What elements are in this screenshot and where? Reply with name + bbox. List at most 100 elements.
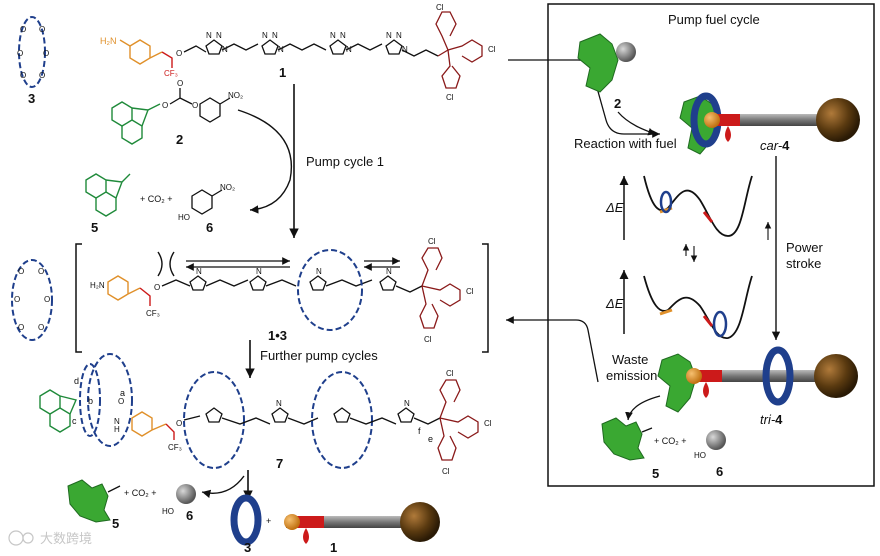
product-7-structure: O N H CF₃ O N N Cl Cl Cl <box>39 353 492 476</box>
svg-text:N: N <box>386 267 392 276</box>
panel-label-5: 5 <box>652 466 659 481</box>
svg-text:O: O <box>20 25 26 34</box>
svg-text:N: N <box>216 31 222 40</box>
label-3: 3 <box>28 91 35 106</box>
svg-text:H: H <box>114 425 120 434</box>
svg-text:CF₃: CF₃ <box>168 443 182 452</box>
energy-profile-lower <box>619 270 753 339</box>
blocked-symbol <box>157 251 175 277</box>
label-7: 7 <box>276 456 283 471</box>
tri-4-label: tri-4 <box>760 412 783 427</box>
label-2: 2 <box>176 132 183 147</box>
stroke-label: stroke <box>786 256 821 271</box>
fuel-cartoon-2 <box>577 33 619 93</box>
label-6-bottom: 6 <box>186 508 193 523</box>
label-3-bottom: 3 <box>244 540 251 555</box>
threaded-ring-1-3 <box>297 249 363 331</box>
car-4-label: car-4 <box>760 138 790 153</box>
svg-text:HO: HO <box>694 451 706 460</box>
hydroxide-sphere-panel <box>706 430 726 450</box>
svg-text:Cl: Cl <box>484 419 492 428</box>
svg-text:N: N <box>206 31 212 40</box>
svg-text:HO: HO <box>178 213 190 222</box>
stopper-cartoon <box>400 502 440 542</box>
waste-release-arrow <box>625 395 661 421</box>
svg-text:O: O <box>39 25 45 34</box>
panel-label-2: 2 <box>614 96 621 111</box>
site-c: c <box>72 416 77 426</box>
label-5-bottom: 5 <box>112 516 119 531</box>
co2-byproduct: + CO₂ + <box>140 194 173 204</box>
svg-text:CF₃: CF₃ <box>146 309 160 318</box>
svg-text:N: N <box>256 267 262 276</box>
tri-4-cartoon <box>657 346 858 413</box>
svg-text:O: O <box>38 267 44 276</box>
pump-cycle-1-label: Pump cycle 1 <box>306 154 384 169</box>
svg-text:O: O <box>176 49 182 58</box>
svg-text:NO₂: NO₂ <box>220 183 235 192</box>
svg-text:O: O <box>17 49 23 58</box>
site-f: f <box>418 426 421 436</box>
axle-1-in-complex: H₂N CF₃ O N N N N Cl Cl Cl <box>90 237 474 344</box>
fluorene-cartoon-5 <box>67 479 111 523</box>
site-b: b <box>88 396 93 406</box>
label-1-bottom: 1 <box>330 540 337 555</box>
svg-text:Cl: Cl <box>466 287 474 296</box>
link-arrow-to-panel <box>508 59 660 138</box>
svg-text:N: N <box>386 31 392 40</box>
svg-text:NO₂: NO₂ <box>228 91 243 100</box>
fuel-2-structure: O O O NO₂ <box>111 79 243 145</box>
energy-profile-upper <box>619 175 753 240</box>
svg-text:N: N <box>346 45 352 54</box>
svg-text:Cl: Cl <box>436 3 444 12</box>
power-label: Power <box>786 240 824 255</box>
svg-text:N: N <box>404 399 410 408</box>
hydroxide-sphere-6 <box>176 484 196 504</box>
svg-text:H₂N: H₂N <box>100 36 117 46</box>
crown-ether-3: O O O O O O <box>17 16 49 88</box>
svg-text:N: N <box>330 31 336 40</box>
axle-1-structure: H₂N CF₃ O N N N N N N N N N N N N Cl <box>100 3 496 102</box>
svg-text:O: O <box>38 323 44 332</box>
svg-text:HO: HO <box>162 507 174 516</box>
svg-text:O: O <box>118 397 124 406</box>
site-d: d <box>74 376 79 386</box>
delta-e-lower: ΔE <box>605 296 624 311</box>
label-1: 1 <box>279 65 286 80</box>
further-pump-cycles-label: Further pump cycles <box>260 348 378 363</box>
svg-text:N: N <box>340 31 346 40</box>
label-5: 5 <box>91 220 98 235</box>
svg-text:N: N <box>316 267 322 276</box>
fuel-leaving-group <box>616 42 636 62</box>
svg-text:N: N <box>196 267 202 276</box>
co2-plus-bottom: + CO₂ + <box>124 488 157 498</box>
panel-label-6: 6 <box>716 464 723 479</box>
label-6: 6 <box>206 220 213 235</box>
svg-text:Cl: Cl <box>428 237 436 246</box>
byproduct-5-structure <box>85 173 131 217</box>
panel-title: Pump fuel cycle <box>668 12 760 27</box>
svg-text:Cl: Cl <box>446 93 454 102</box>
co2-plus-panel: + CO₂ + <box>654 436 687 446</box>
svg-text:N: N <box>396 31 402 40</box>
svg-text:O: O <box>192 101 198 110</box>
crown-ether-free: O O O O O O <box>11 259 53 341</box>
svg-text:N: N <box>402 45 408 54</box>
svg-text:N: N <box>262 31 268 40</box>
emission-label: emission <box>606 368 657 383</box>
svg-text:O: O <box>177 79 183 88</box>
waste-label: Waste <box>612 352 648 367</box>
svg-text:O: O <box>154 283 160 292</box>
delta-e-upper: ΔE <box>605 200 624 215</box>
svg-text:O: O <box>39 71 45 80</box>
svg-text:Cl: Cl <box>442 467 450 476</box>
svg-text:O: O <box>20 71 26 80</box>
svg-text:Cl: Cl <box>488 45 496 54</box>
svg-text:N: N <box>278 45 284 54</box>
ring-cartoon-3 <box>230 494 262 546</box>
site-a: a <box>120 388 125 398</box>
label-1-3: 1•3 <box>268 328 287 343</box>
waste-arrow-bottom <box>201 475 245 498</box>
